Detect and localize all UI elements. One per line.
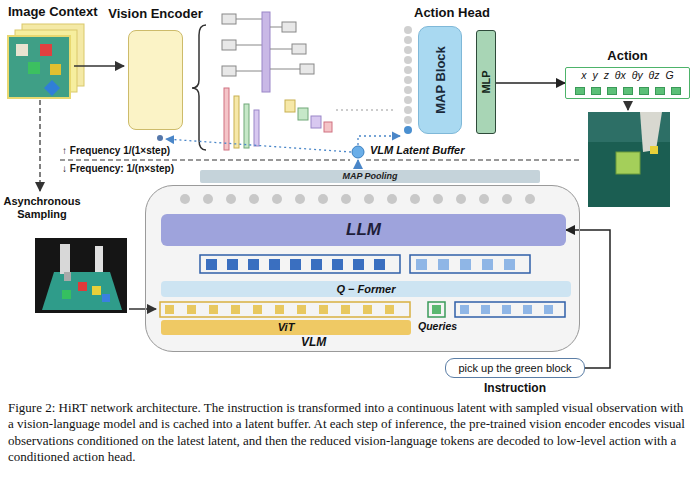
vlm-container: VLM LLM Q − FormerViT [145, 185, 580, 352]
token-square [623, 87, 633, 95]
queries-label: Queries [418, 320, 457, 332]
buffer-label: VLM Latent Buffer [370, 144, 465, 156]
node-heading: Action [607, 48, 647, 63]
frequency-note: ↓ Frequency: 1/(n×step) [62, 163, 174, 174]
sampling-label: Asynchronous Sampling [0, 195, 84, 221]
frequency-divider [366, 159, 580, 160]
node-heading: Vision Encoder [108, 6, 202, 21]
band-label: Q − Former [161, 281, 571, 297]
group-heading: Action Head [414, 5, 490, 20]
llm-band: LLM [161, 214, 566, 246]
encoder-internals [222, 12, 396, 150]
vit-tokens [160, 302, 565, 317]
frequency-note: ↑ Frequency 1/(1×step) [62, 145, 170, 156]
container-label: VLM [301, 335, 326, 349]
instruction-text: pick up the green block [458, 360, 571, 376]
result-arrow [627, 101, 629, 110]
token-square [639, 87, 649, 95]
image-context-stack [8, 24, 84, 98]
token-square [591, 87, 601, 95]
connector-arrow [566, 230, 610, 368]
sampling-arrow [39, 100, 41, 191]
map-block-box: MAP Block [418, 26, 462, 134]
token-square [607, 87, 617, 95]
token-square [655, 87, 665, 95]
token-row [575, 87, 681, 95]
pooling-band: MAP Pooling [200, 170, 540, 183]
action-dims: x y z θx θy θz G [581, 69, 673, 82]
band-label: ViT [161, 320, 411, 335]
llm-input-tokens [200, 255, 530, 273]
sampled-observation [35, 238, 127, 313]
band-label: LLM [161, 214, 566, 246]
instruction-box: pick up the green blockInstruction [445, 358, 585, 378]
band-label: MAP Pooling [200, 170, 540, 183]
qformer-band: Q − Former [161, 281, 571, 297]
connector-arrow [496, 82, 565, 84]
token-square [575, 87, 585, 95]
latent-circle [352, 146, 364, 158]
latent-to-encoder [166, 139, 351, 152]
vit-band: ViT [161, 320, 411, 335]
mlp-box: MLP [476, 30, 496, 134]
input-arrow [74, 65, 124, 67]
image-title: Image Context [8, 4, 98, 19]
action-box: Actionx y z θx θy θz G [565, 67, 690, 99]
pooling-arrow [357, 160, 359, 169]
node-heading: Instruction [484, 381, 546, 395]
vlm-ground [145, 185, 580, 352]
figure-caption: Figure 2: HiRT network architecture. The… [8, 400, 692, 465]
encoder-box: Vision Encoder [128, 30, 183, 130]
token-column [404, 26, 412, 134]
robot-result-image [588, 112, 670, 207]
brace [192, 25, 206, 150]
frequency-divider [60, 159, 350, 160]
latent-dot [157, 135, 163, 141]
token-square [671, 87, 681, 95]
block-label: MLP [480, 70, 492, 93]
vlm-input-arrow [129, 308, 156, 310]
vlm-output-tokens [180, 194, 535, 204]
block-label: MAP Block [433, 46, 448, 114]
latent-to-action-head [358, 136, 400, 145]
